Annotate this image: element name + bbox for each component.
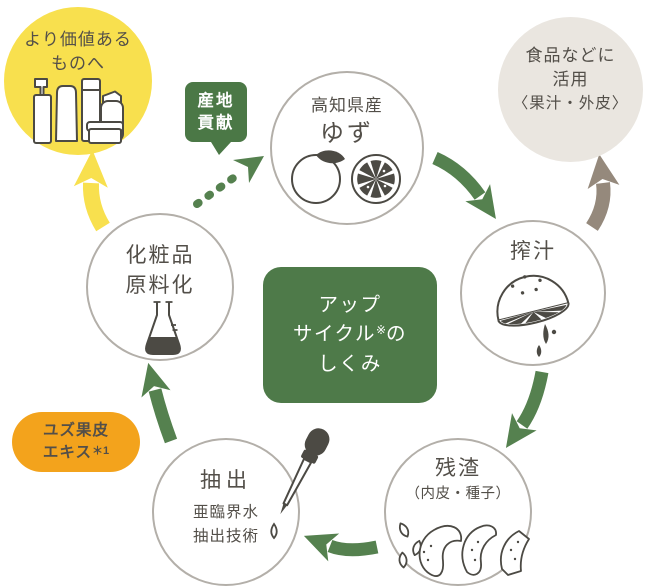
yuzu-cut-half-icon	[351, 154, 401, 204]
node-label: 活用	[552, 70, 589, 90]
node-label: より価値ある	[24, 30, 132, 49]
arrow-pressing-to-residue	[505, 370, 549, 448]
dropper-icon	[270, 428, 330, 540]
node-sublabel: 〈果汁・外皮〉	[512, 95, 629, 113]
footnote-ref: ＊1	[91, 445, 110, 457]
node-extraction: 抽出 亜臨界水 抽出技術	[152, 438, 300, 586]
badge-sanchi-koken: 産地 貢献	[185, 82, 247, 155]
badge-label: エキス＊1	[42, 444, 110, 461]
center-title-line: しくみ	[318, 352, 382, 375]
badge-label: 貢献	[197, 114, 235, 132]
node-label: ゆず	[320, 120, 374, 148]
arrow-dashed-contribution	[193, 172, 240, 208]
node-cosmetic-material: 化粧品 原料化	[86, 213, 234, 361]
node-label: 残渣	[435, 457, 481, 480]
arrow-residue-to-extraction	[303, 533, 379, 562]
arrow-yuzu-to-pressing	[432, 152, 496, 220]
badge-label: 産地	[197, 91, 235, 110]
node-label: 化粧品	[125, 244, 195, 267]
badge-yuzu-extract: ユズ果皮 エキス＊1	[12, 412, 140, 472]
flask-icon	[145, 301, 181, 355]
node-label: 高知県産	[311, 96, 383, 115]
cosmetics-bottles-icon	[33, 78, 124, 144]
node-label: 食品などに	[525, 46, 616, 65]
node-label: 抽出	[200, 469, 252, 492]
arrow-cosmetic-to-value	[73, 150, 110, 232]
node-higher-value: より価値ある ものへ	[4, 7, 152, 155]
badge-label: ユズ果皮	[42, 422, 109, 440]
node-sublabel: 抽出技術	[192, 527, 259, 545]
yuzu-leaf-icon	[316, 150, 345, 164]
node-label: 原料化	[125, 274, 195, 298]
node-food-use: 食品などに 活用 〈果汁・外皮〉	[498, 17, 643, 162]
center-title-line: サイクル※の	[292, 323, 408, 346]
yuzu-fruit-icon	[291, 150, 401, 204]
reference-mark: ※	[375, 323, 387, 338]
node-sublabel: 亜臨界水	[192, 504, 259, 522]
node-sublabel: （内皮・種子）	[405, 486, 511, 503]
node-label: 搾汁	[510, 240, 556, 263]
arrow-extraction-to-cosmetic	[141, 362, 178, 444]
node-label: ものへ	[51, 54, 105, 74]
seeds-icon	[398, 522, 422, 569]
peel-and-seeds-icon	[398, 522, 530, 577]
center-title-line: アップ	[318, 294, 382, 317]
node-residue: 残渣 （内皮・種子）	[384, 438, 532, 586]
node-pressing: 搾汁	[460, 220, 606, 366]
center-title-box: アップ サイクル※の しくみ	[263, 267, 437, 403]
squeezed-citrus-icon	[496, 274, 570, 357]
arrow-dashed-contribution-head	[233, 156, 264, 183]
node-yuzu: 高知県産 ゆず	[270, 71, 424, 225]
arrow-pressing-to-food	[586, 154, 620, 231]
